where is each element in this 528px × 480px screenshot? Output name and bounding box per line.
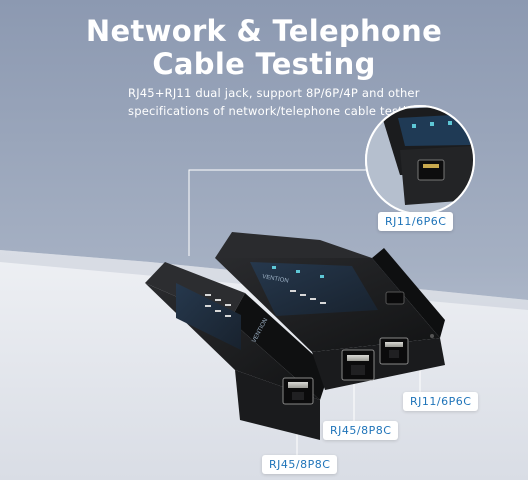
headline-line1: Network & Telephone (85, 14, 443, 48)
callout-rj11-bottom: RJ11/6P6C (403, 392, 479, 411)
subtitle-line2: specifications of network/telephone cabl… (128, 104, 426, 118)
main-brand-text: VENTION (262, 274, 289, 285)
rj11-zoom-inset (365, 105, 475, 215)
main-unit: VENTION (215, 232, 445, 390)
callout-rj45-main: RJ45/8P8C (323, 421, 399, 440)
subtitle-line1: RJ45+RJ11 dual jack, support 8P/6P/4P an… (128, 86, 420, 100)
headline-line2: Cable Testing (152, 47, 376, 81)
remote-unit: VENTION (145, 262, 330, 440)
callout-rj11-top: RJ11/6P6C (378, 212, 454, 231)
callout-rj45-remote: RJ45/8P8C (262, 455, 338, 474)
